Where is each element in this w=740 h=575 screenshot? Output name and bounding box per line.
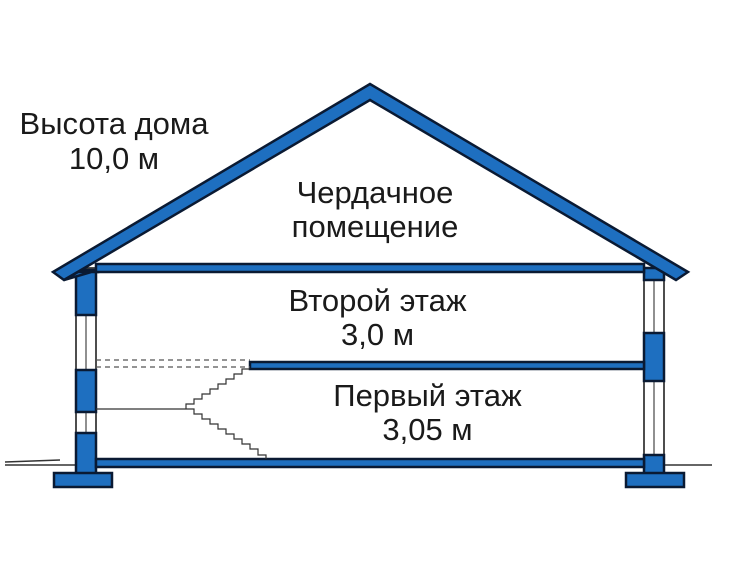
staircase [96, 368, 267, 459]
left-wall-lintel-top [74, 268, 98, 317]
second-floor-slab [248, 360, 646, 371]
second-floor-height: 3,0 м [340, 317, 415, 352]
attic-label-line1: Чердачное [296, 175, 454, 210]
stair-opening [96, 359, 250, 368]
right-wall-lintel-middle [642, 331, 666, 383]
second-floor-label: Второй этаж [288, 283, 467, 318]
first-floor-height: 3,05 м [382, 412, 473, 447]
ground-line [4, 459, 712, 466]
right-foundation [624, 471, 686, 489]
house-height-label: Высота дома [19, 106, 209, 141]
left-foundation [52, 471, 114, 489]
house-height-value: 10,0 м [68, 141, 160, 176]
first-floor-label: Первый этаж [333, 378, 522, 413]
left-wall-lintel-bottom [74, 431, 98, 477]
attic-label-line2: помещение [291, 209, 459, 244]
attic-floor-slab [94, 262, 646, 274]
first-floor-slab [94, 457, 646, 469]
left-wall-lintel-middle [74, 368, 98, 414]
